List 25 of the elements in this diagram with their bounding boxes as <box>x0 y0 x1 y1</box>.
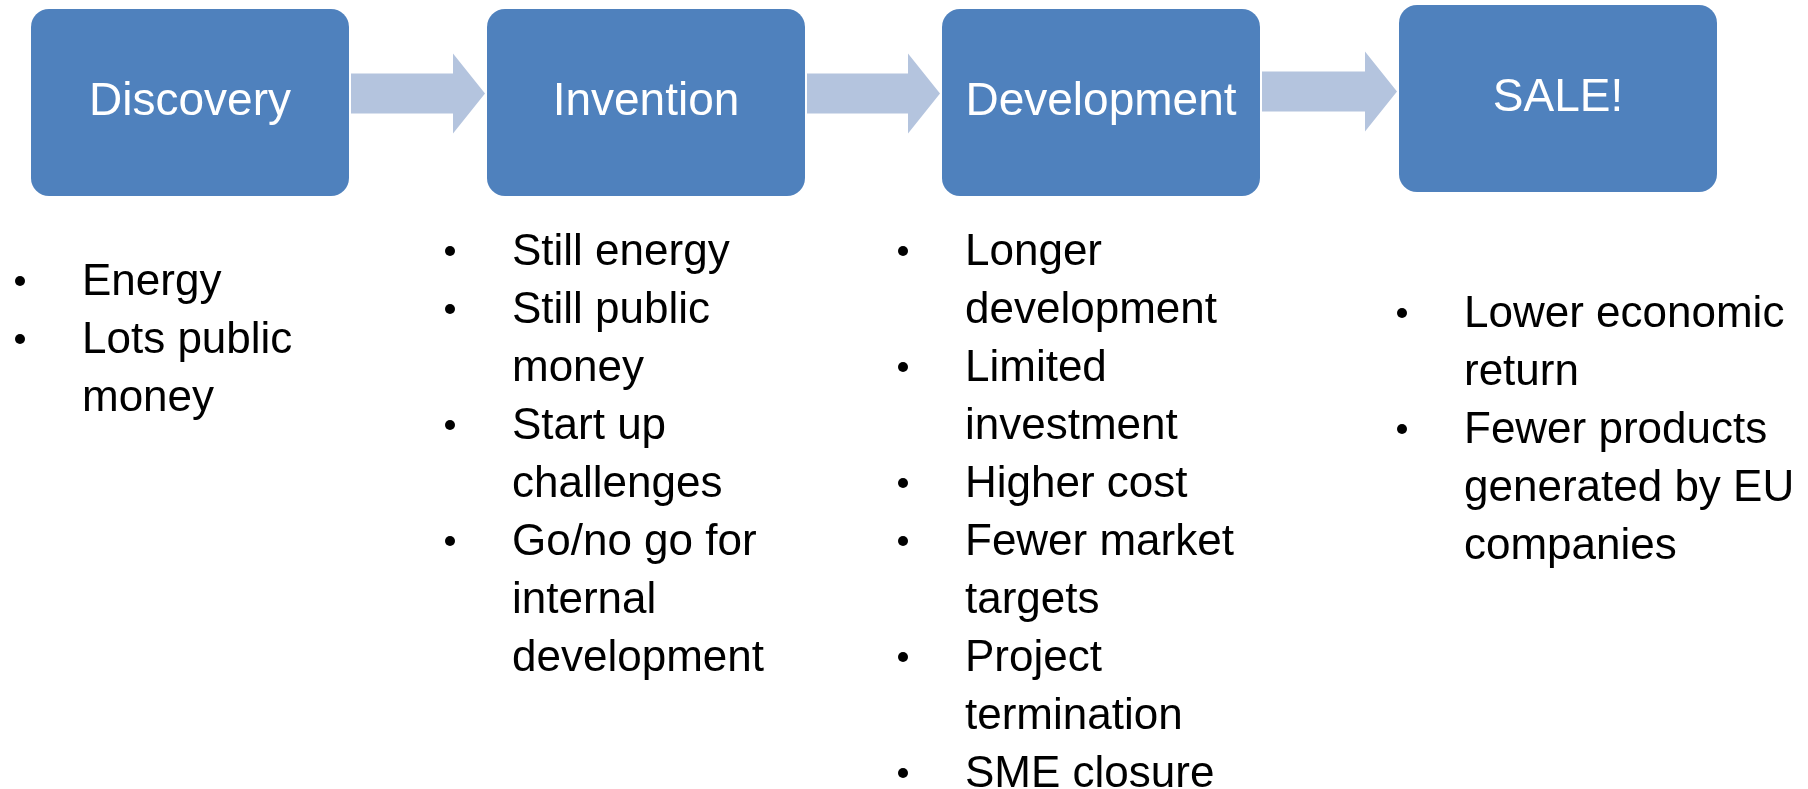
stage-title: Development <box>965 72 1237 127</box>
bullet-text: Still public money <box>512 282 712 392</box>
stage-box <box>31 9 349 196</box>
bullet-text: Still energy <box>512 224 730 276</box>
stage-title: Invention <box>552 72 740 127</box>
block-arrow <box>1262 51 1397 132</box>
stage-title: Discovery <box>89 72 291 127</box>
stage-box <box>487 9 805 196</box>
bullet-text: Higher cost <box>965 456 1188 508</box>
bullet-text: Fewer market targets <box>965 514 1235 624</box>
stage-box <box>942 9 1260 196</box>
block-arrow <box>807 53 940 134</box>
bullet-text: Lots public money <box>82 312 294 422</box>
bullet-text: Start up challenges <box>512 398 724 508</box>
bullet-text: Lower economic return <box>1464 286 1786 396</box>
bullet-text: Limited investment <box>965 340 1179 450</box>
bullet-text: Energy <box>82 254 222 306</box>
stage-title: SALE! <box>1492 68 1624 123</box>
bullet-text: Longer development <box>965 224 1218 334</box>
bullet-text: Go/no go for internal development <box>512 514 765 682</box>
bullet-text: SME closure <box>965 746 1215 789</box>
bullet-text: Fewer products generated by EU companies <box>1464 402 1796 570</box>
stage-box <box>1399 5 1717 192</box>
bullet-text: Project termination <box>965 630 1184 740</box>
block-arrow <box>351 53 485 134</box>
